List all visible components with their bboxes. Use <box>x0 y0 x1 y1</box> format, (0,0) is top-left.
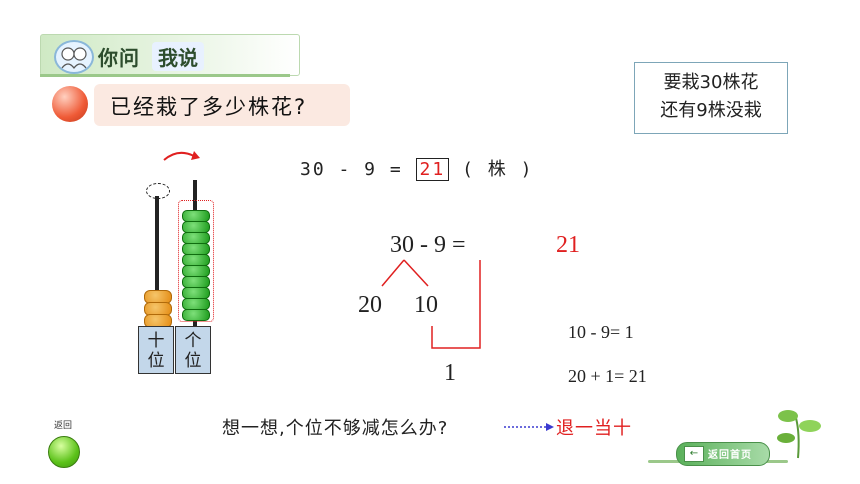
top-equation-answer: 21 <box>415 158 450 181</box>
kids-avatar-icon <box>54 40 94 74</box>
red-ball-icon <box>52 86 88 122</box>
back-button[interactable] <box>48 436 80 468</box>
question-box <box>94 84 350 126</box>
header-title-say: 我说 <box>152 42 204 71</box>
breakdown-expression: 30 - 9 = <box>390 232 466 258</box>
header-underline <box>40 74 290 77</box>
tens-place-label: 十 位 <box>138 326 174 374</box>
sprout-icon <box>777 410 821 459</box>
note-line-2: 还有9株没栽 <box>660 100 762 121</box>
top-equation-left: 30 - 9 = <box>300 159 403 180</box>
ones-bead <box>182 309 210 321</box>
top-equation-unit: ( 株 ) <box>462 159 534 180</box>
sub-result: 1 <box>444 360 456 386</box>
split-lines <box>381 259 481 349</box>
note-box: 要栽30株花 还有9株没栽 <box>634 62 788 134</box>
back-arrow-icon: ← <box>684 446 704 462</box>
ones-highlight-box <box>178 200 214 322</box>
think-question: 想一想,个位不够减怎么办? <box>222 418 449 439</box>
header-title-ask: 你问 <box>98 46 140 70</box>
top-equation: 30 - 9 = 21 ( 株 ) <box>300 155 533 181</box>
tens-rod <box>155 196 159 326</box>
breakdown-result: 21 <box>556 232 580 258</box>
home-label: 返回首页 <box>708 450 752 461</box>
question-text: 已经栽了多少株花? <box>110 95 308 119</box>
split-right: 10 <box>414 292 438 318</box>
step-1: 10 - 9= 1 <box>568 322 634 342</box>
back-label: 返回 <box>54 421 73 431</box>
move-right-arrow-icon <box>163 151 200 161</box>
step-2: 20 + 1= 21 <box>568 366 647 386</box>
dotted-arrow-icon <box>504 423 554 431</box>
split-left: 20 <box>358 292 382 318</box>
think-answer: 退一当十 <box>556 418 632 439</box>
ones-place-label: 个 位 <box>175 326 211 374</box>
note-line-1: 要栽30株花 <box>663 72 759 93</box>
